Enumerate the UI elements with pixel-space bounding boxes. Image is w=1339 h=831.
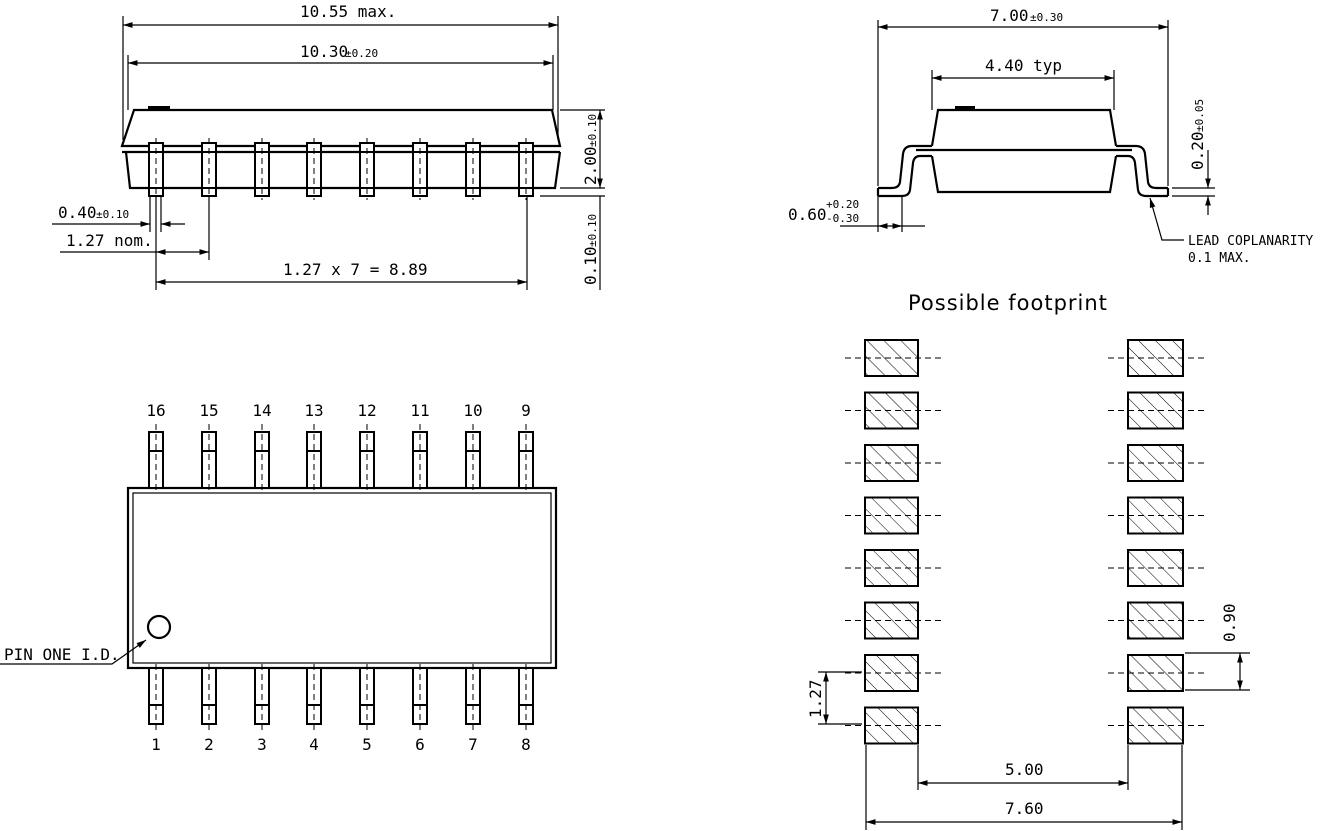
pin-number-top: 9 [521, 401, 531, 420]
footprint-pad [1127, 496, 1184, 535]
dim-lead-width-tol: ±0.10 [96, 208, 129, 221]
pin-number-top: 15 [199, 401, 218, 420]
pin-number-bottom: 1 [151, 735, 161, 754]
dim-lead-thickness-tol: ±0.05 [1193, 99, 1206, 132]
dim-pad-length: 0.90 [1220, 603, 1239, 642]
footprint-pad [1127, 706, 1184, 745]
coplanarity-note-line2: 0.1 MAX. [1188, 251, 1251, 266]
pin-one-marker [146, 614, 172, 640]
pin-number-bottom: 5 [362, 735, 372, 754]
footprint-pad [1127, 549, 1184, 587]
dim-pitch-nom: 1.27 nom. [66, 231, 153, 250]
dim-total-width-tol: ±0.30 [1030, 11, 1063, 24]
footprint-pads [845, 339, 1208, 745]
dim-lead-width: 0.40 [58, 203, 97, 222]
pin-number-bottom: 3 [257, 735, 267, 754]
pin-number-bottom: 4 [309, 735, 319, 754]
dim-standoff-tol: ±0.10 [586, 214, 599, 247]
pin-number-top: 11 [410, 401, 429, 420]
footprint-title: Possible footprint [908, 291, 1108, 315]
dim-body-length-tol: ±0.20 [345, 47, 378, 60]
pin-number-top: 16 [146, 401, 165, 420]
footprint: Possible footprint 0.90 1.27 5.00 7.60 [806, 291, 1250, 830]
dim-body-length: 10.30 [300, 42, 348, 61]
pin-number-top: 10 [463, 401, 482, 420]
footprint-pad [1127, 601, 1184, 640]
dim-footprint-pitch: 1.27 [806, 679, 825, 718]
pin-number-top: 13 [304, 401, 323, 420]
end-view: 7.00 ±0.30 4.40 typ 0.20 ±0.05 0 [788, 6, 1313, 266]
dim-outer-span: 7.60 [1005, 799, 1044, 818]
pin-one-label: PIN ONE I.D. [4, 645, 120, 664]
dim-inner-gap: 5.00 [1005, 760, 1044, 779]
footprint-pad [1127, 339, 1184, 377]
side-leads [148, 138, 534, 200]
coplanarity-note-line1: LEAD COPLANARITY [1188, 234, 1313, 249]
dim-standoff: 0.10 [581, 246, 600, 285]
top-view-leads: 16 1 15 2 14 3 13 4 12 5 11 6 10 7 9 8 [146, 401, 534, 754]
pin-number-bottom: 2 [204, 735, 214, 754]
dim-lead-span: 1.27 x 7 = 8.89 [283, 260, 428, 279]
pin-number-top: 12 [357, 401, 376, 420]
dim-height: 2.00 [581, 146, 600, 185]
footprint-pad [1127, 391, 1184, 430]
dim-height-tol: ±0.10 [586, 114, 599, 147]
pin-number-top: 14 [252, 401, 271, 420]
pin-number-bottom: 7 [468, 735, 478, 754]
top-view: PIN ONE I.D. 16 1 15 2 14 3 13 4 12 5 11 6 10 7 9 8 [0, 401, 558, 754]
dim-body-width: 4.40 typ [985, 56, 1062, 75]
pin-number-bottom: 6 [415, 735, 425, 754]
side-view: 10.55 max. 10.30 ±0.20 2.00 ±0.10 0.10 ±… [52, 2, 605, 290]
footprint-pad [1127, 444, 1184, 482]
dim-foot-tol-plus: +0.20 [826, 198, 859, 211]
dim-foot-tol-minus: -0.30 [826, 212, 859, 225]
pin-number-bottom: 8 [521, 735, 531, 754]
dim-foot-length: 0.60 [788, 205, 827, 224]
footprint-pad [1127, 654, 1184, 692]
dim-lead-thickness: 0.20 [1188, 131, 1207, 170]
dim-total-width: 7.00 [990, 6, 1029, 25]
dim-overall-max: 10.55 max. [300, 2, 396, 21]
